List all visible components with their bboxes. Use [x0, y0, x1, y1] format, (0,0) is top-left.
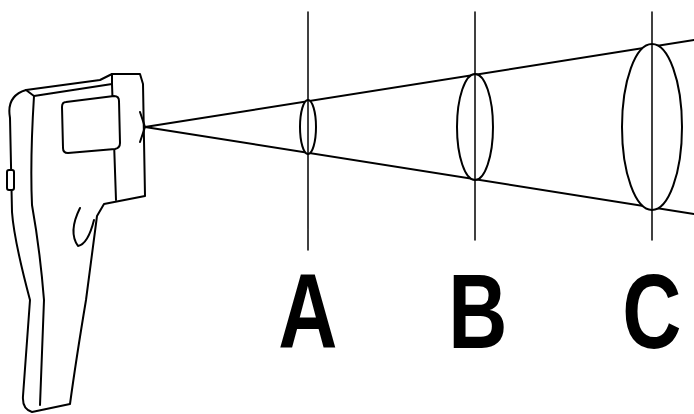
side-button	[7, 170, 14, 190]
thermometer-body	[9, 74, 145, 412]
cone-edge	[145, 127, 694, 214]
distance-line	[307, 12, 309, 250]
spot-ellipse	[622, 44, 682, 210]
distance-line	[651, 12, 653, 240]
distance-label: B	[448, 259, 507, 364]
distance-label: C	[622, 259, 681, 364]
distance-line	[474, 12, 476, 240]
spot-ellipse	[300, 100, 316, 154]
spot-ellipse	[457, 74, 493, 180]
display-window	[62, 96, 120, 153]
trigger	[73, 208, 94, 246]
distance-label: A	[278, 259, 337, 364]
cone-edge	[145, 40, 694, 127]
